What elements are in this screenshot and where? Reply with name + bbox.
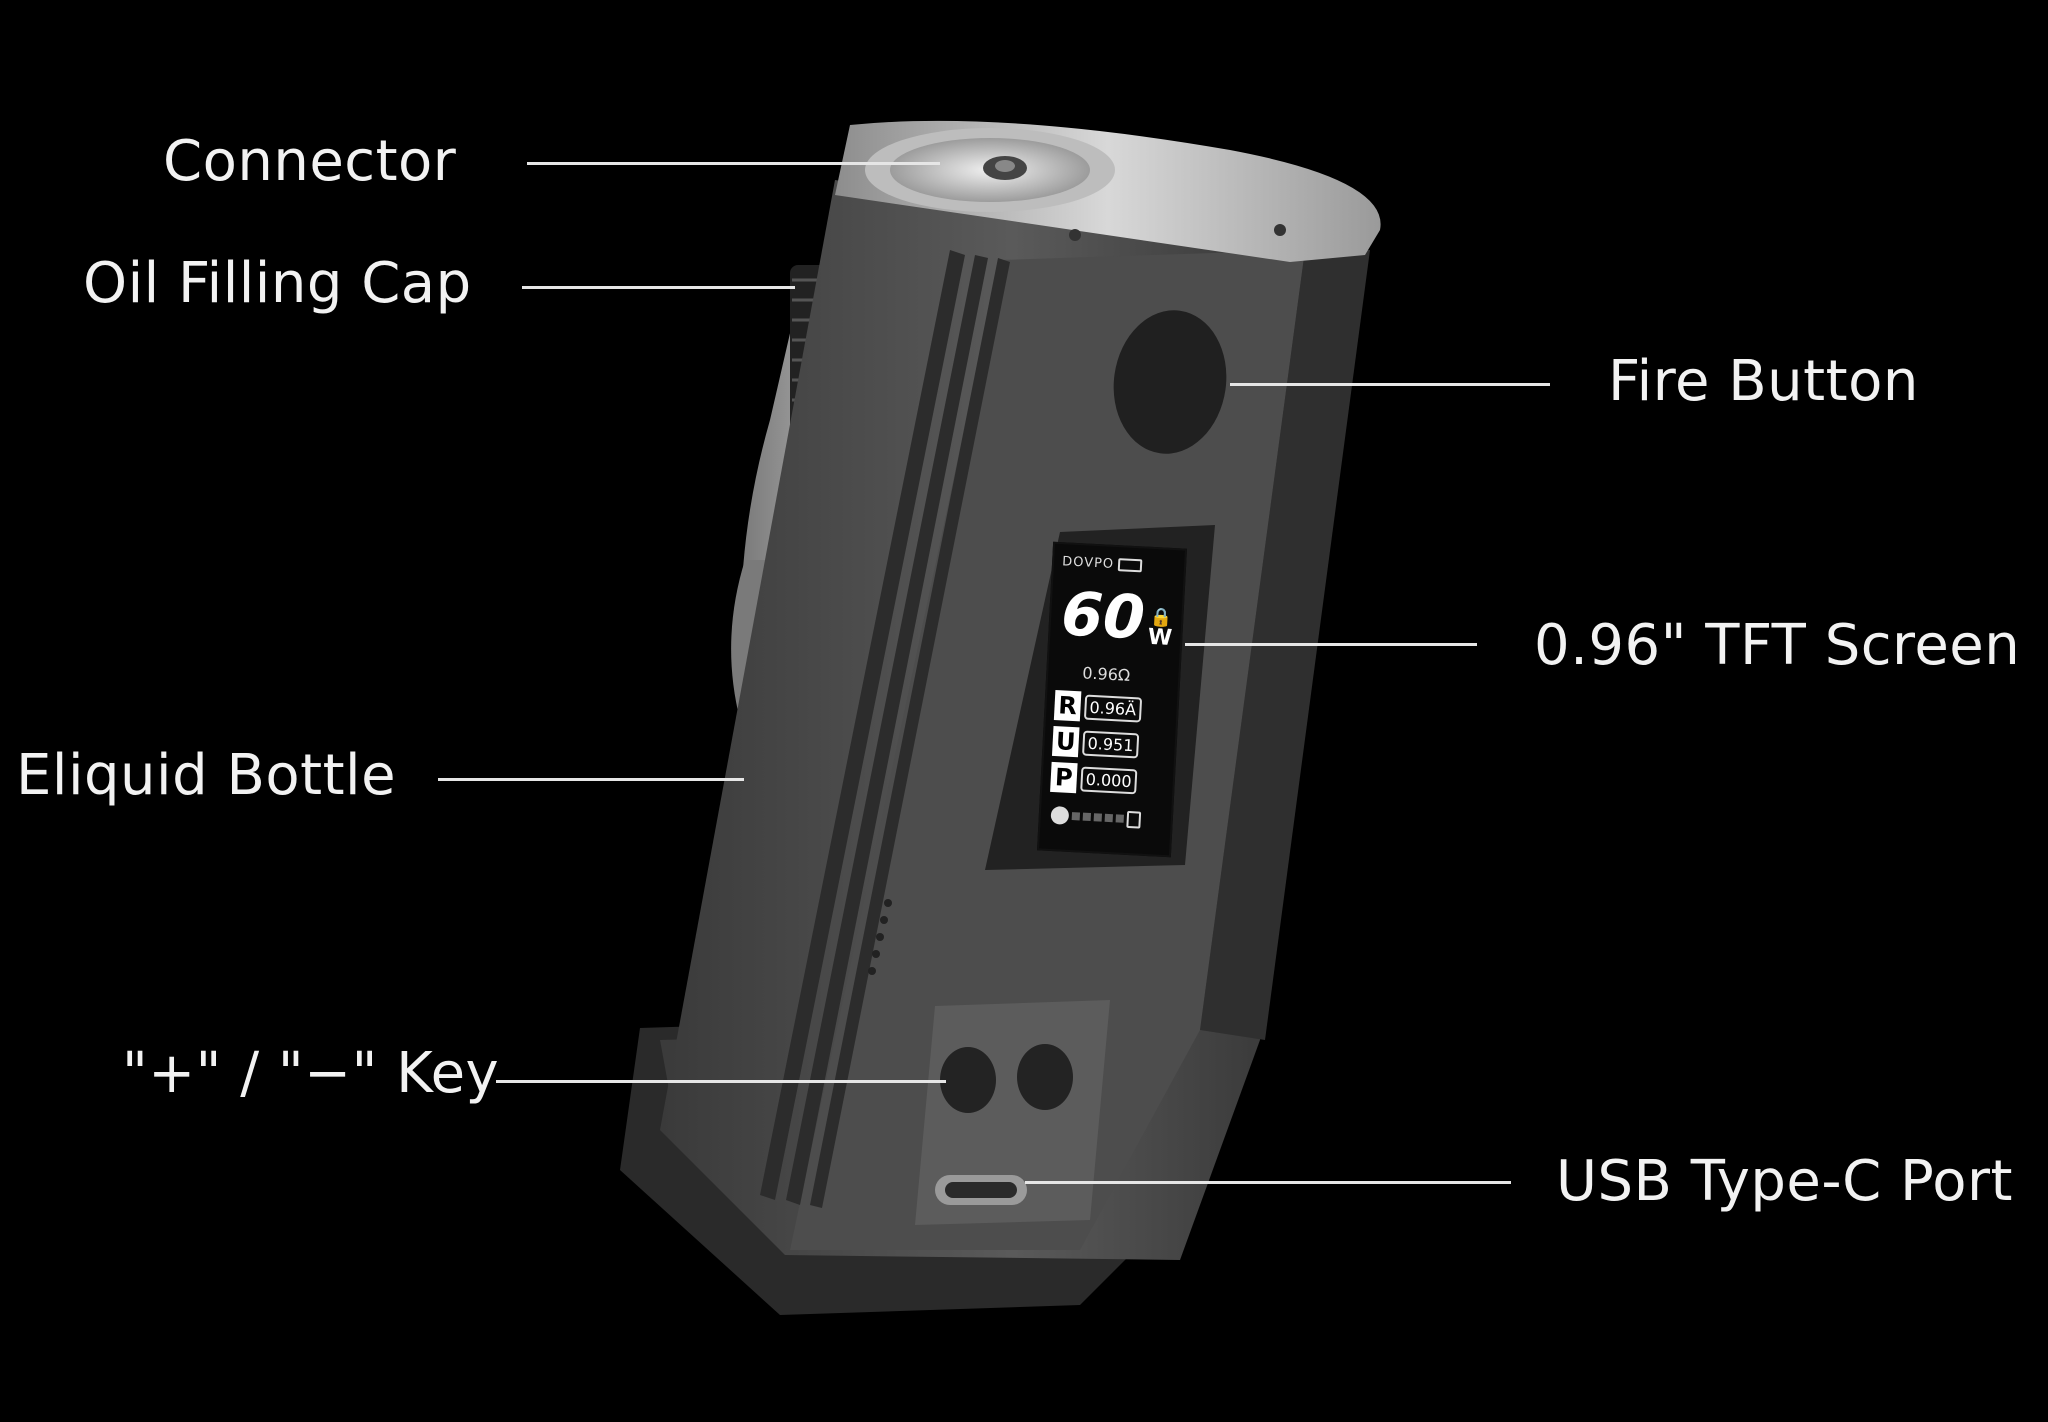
screen-footer xyxy=(1050,805,1142,829)
top-cap xyxy=(835,120,1381,262)
row-key: U xyxy=(1051,725,1080,758)
leader-usb-port xyxy=(1025,1181,1511,1184)
label-plus-minus-key: "+" / "−" Key xyxy=(122,1041,500,1106)
leader-oil-filling-cap xyxy=(522,286,795,289)
label-tft-screen: 0.96" TFT Screen xyxy=(1534,613,2021,678)
leader-fire-button xyxy=(1230,383,1550,386)
puff-icon xyxy=(1050,805,1070,825)
screen-resistance: 0.96Ω xyxy=(1081,663,1131,685)
screen-row: U 0.951 xyxy=(1051,725,1140,760)
screen-rows: R 0.96Ä U 0.951 P 0.000 xyxy=(1050,690,1142,796)
leader-plus-minus-key xyxy=(496,1080,946,1083)
label-usb-port: USB Type-C Port xyxy=(1556,1149,2014,1214)
row-value: 0.951 xyxy=(1082,730,1140,758)
label-fire-button: Fire Button xyxy=(1608,349,1919,414)
battery-icon xyxy=(1117,558,1143,573)
leader-connector xyxy=(527,162,940,165)
screen-brand: DOVPO xyxy=(1061,554,1115,572)
label-oil-filling-cap: Oil Filling Cap xyxy=(83,251,472,316)
label-connector: Connector xyxy=(163,129,457,194)
row-value: 0.000 xyxy=(1080,765,1138,794)
vent-dots xyxy=(868,899,892,975)
screen-unit: W xyxy=(1147,624,1173,652)
row-key: P xyxy=(1050,761,1078,794)
tft-screen-display: DOVPO 60 🔒 W 0.96Ω R 0.96Ä U 0.951 P 0.0… xyxy=(1037,541,1187,858)
screen-row: R 0.96Ä xyxy=(1053,690,1142,724)
device-body xyxy=(660,180,1370,1260)
leader-eliquid-bottle xyxy=(438,778,744,781)
row-key: R xyxy=(1053,690,1082,722)
leader-tft-screen xyxy=(1185,643,1477,646)
small-battery-icon xyxy=(1126,810,1142,829)
screen-row: P 0.000 xyxy=(1050,761,1138,796)
label-eliquid-bottle: Eliquid Bottle xyxy=(16,743,397,808)
fire-button-shape xyxy=(1113,310,1227,454)
screen-wattage: 60 xyxy=(1059,579,1147,654)
key-panel xyxy=(915,1000,1110,1225)
row-value: 0.96Ä xyxy=(1083,694,1142,723)
